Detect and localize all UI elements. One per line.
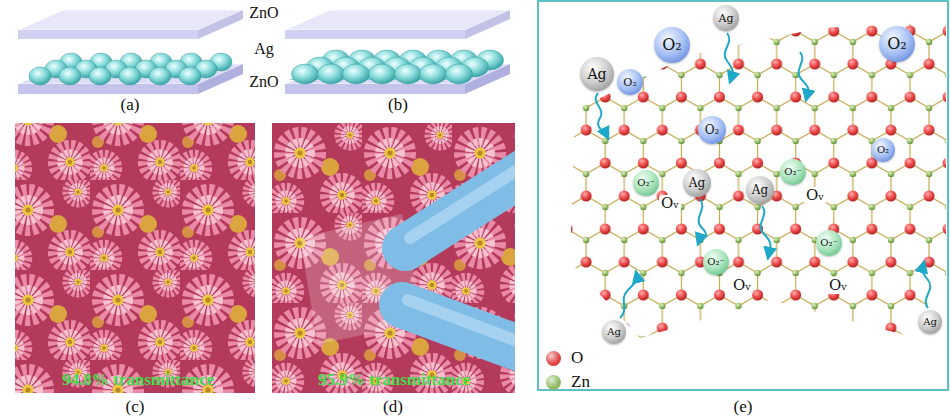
atom-text: O₂ [887,36,907,52]
atom-text: Ag [752,184,768,196]
superoxide-ion: O₂⁻ [633,170,659,196]
flower-photo-with-film [272,123,540,393]
oxygen-molecule: O₂ [617,69,643,95]
legend-entry: Zn [546,370,590,394]
material-label: Ag [254,40,274,58]
panel-label: (b) [388,96,408,115]
gloved-fingers [300,162,515,356]
silver-atom: Ag [918,310,942,334]
atom-text: Ag [689,177,705,189]
silver-atom: Ag [746,176,774,204]
atom-text: Ag [923,317,937,327]
legend-text: O [571,349,583,368]
ag-diffusion-arrows [596,33,931,318]
superoxide-ion: O₂⁻ [780,159,806,185]
panel-e-frame [538,1,948,390]
panel-label: (a) [121,96,140,115]
legend-swatch [546,375,561,390]
superoxide-ion: O₂⁻ [816,230,842,256]
silver-atom: Ag [683,169,711,197]
ag-islands [29,53,232,85]
silver-atom: Ag [713,5,739,31]
panel-label: (d) [383,398,403,417]
legend: O Zn [546,346,590,394]
top-zno-layer [18,10,243,39]
silver-atom: Ag [580,57,614,91]
oxygen-molecule: O₂ [871,138,895,162]
panel-label: (c) [126,398,145,417]
zno-lattice [540,10,948,350]
atom-text: O₂⁻ [784,167,802,177]
flower-photo [15,123,255,393]
atom-text: Ag [719,13,734,24]
oxygen-molecule: O₂ [879,26,915,62]
panel-a-layers [18,10,243,94]
transmittance-label: 95.9% transmittance [318,371,470,390]
legend-swatch [546,351,561,366]
transmittance-label: 94.8% transmittance [62,371,214,390]
atom-text: O₂⁻ [707,257,725,267]
vacancy-label: Oᵥ [731,277,753,294]
panel-label: (e) [734,398,753,417]
legend-entry: O [546,346,590,370]
vacancy-label: Oᵥ [659,195,681,212]
oxygen-molecule: O₂ [654,27,690,63]
atom-text: Ag [587,67,606,81]
bottom-zno-front [285,84,465,94]
atom-text: O₂ [623,77,636,88]
legend-text: Zn [571,373,590,392]
ag-continuous [292,50,504,84]
material-label: ZnO [249,73,278,91]
vacancy-label: Oᵥ [827,277,849,294]
bottom-zno-front [18,84,198,94]
vacancy-label: Oᵥ [804,187,826,204]
silver-atom: Ag [602,320,626,344]
superoxide-ion: O₂⁻ [703,249,729,275]
panel-b-layers [285,10,510,94]
atom-text: O₂ [662,37,682,53]
material-label: ZnO [249,4,278,22]
atom-text: Ag [607,327,621,337]
oxygen-molecule: O₂ [698,116,726,144]
atom-text: O₂⁻ [820,238,838,248]
top-zno-layer [285,10,510,39]
atom-text: O₂ [705,124,720,136]
atom-text: O₂ [877,145,889,155]
atom-text: O₂⁻ [637,178,655,188]
